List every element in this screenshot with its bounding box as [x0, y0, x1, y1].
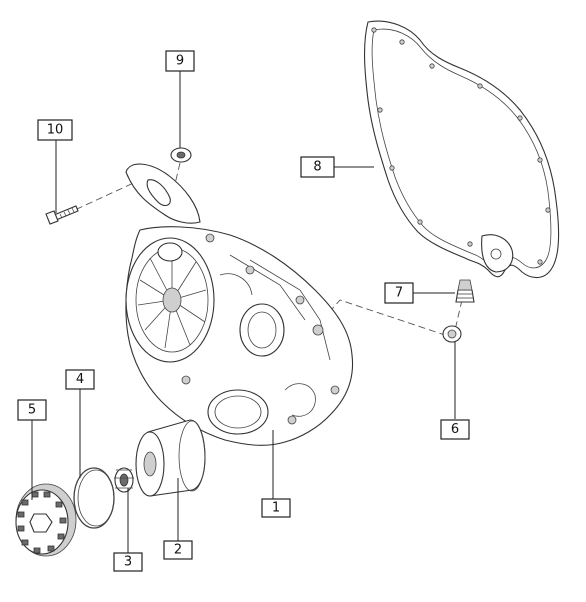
callout-3: 3 — [113, 552, 143, 572]
callout-5: 5 — [17, 399, 47, 421]
callout-2: 2 — [163, 540, 193, 560]
cover-gasket — [363, 20, 560, 279]
leader-lines — [31, 71, 456, 553]
callout-4: 4 — [65, 369, 95, 390]
callout-2-label: 2 — [174, 543, 182, 558]
callout-10: 10 — [37, 119, 73, 141]
callout-10-label: 10 — [47, 123, 64, 138]
callout-8: 8 — [300, 156, 335, 178]
engine-cover — [125, 163, 354, 446]
crankshaft-gear — [15, 483, 77, 557]
callout-9-label: 9 — [176, 54, 184, 69]
o-ring — [73, 467, 115, 529]
callout-6: 6 — [440, 419, 470, 440]
callout-4-label: 4 — [76, 372, 84, 387]
callout-9: 9 — [165, 50, 195, 72]
sealing-washer — [442, 325, 462, 343]
cover-washer — [170, 147, 192, 163]
drain-plug — [455, 279, 475, 303]
callout-8-label: 8 — [313, 160, 321, 175]
callout-1-label: 1 — [272, 501, 280, 516]
cover-bolt — [45, 205, 79, 225]
oil-filter — [135, 419, 206, 497]
callout-6-label: 6 — [451, 422, 459, 437]
callout-5-label: 5 — [28, 403, 36, 418]
small-gear — [114, 467, 134, 493]
callout-1: 1 — [261, 498, 291, 518]
callout-7-label: 7 — [395, 286, 403, 301]
callout-7: 7 — [384, 282, 414, 304]
callout-3-label: 3 — [124, 555, 132, 570]
